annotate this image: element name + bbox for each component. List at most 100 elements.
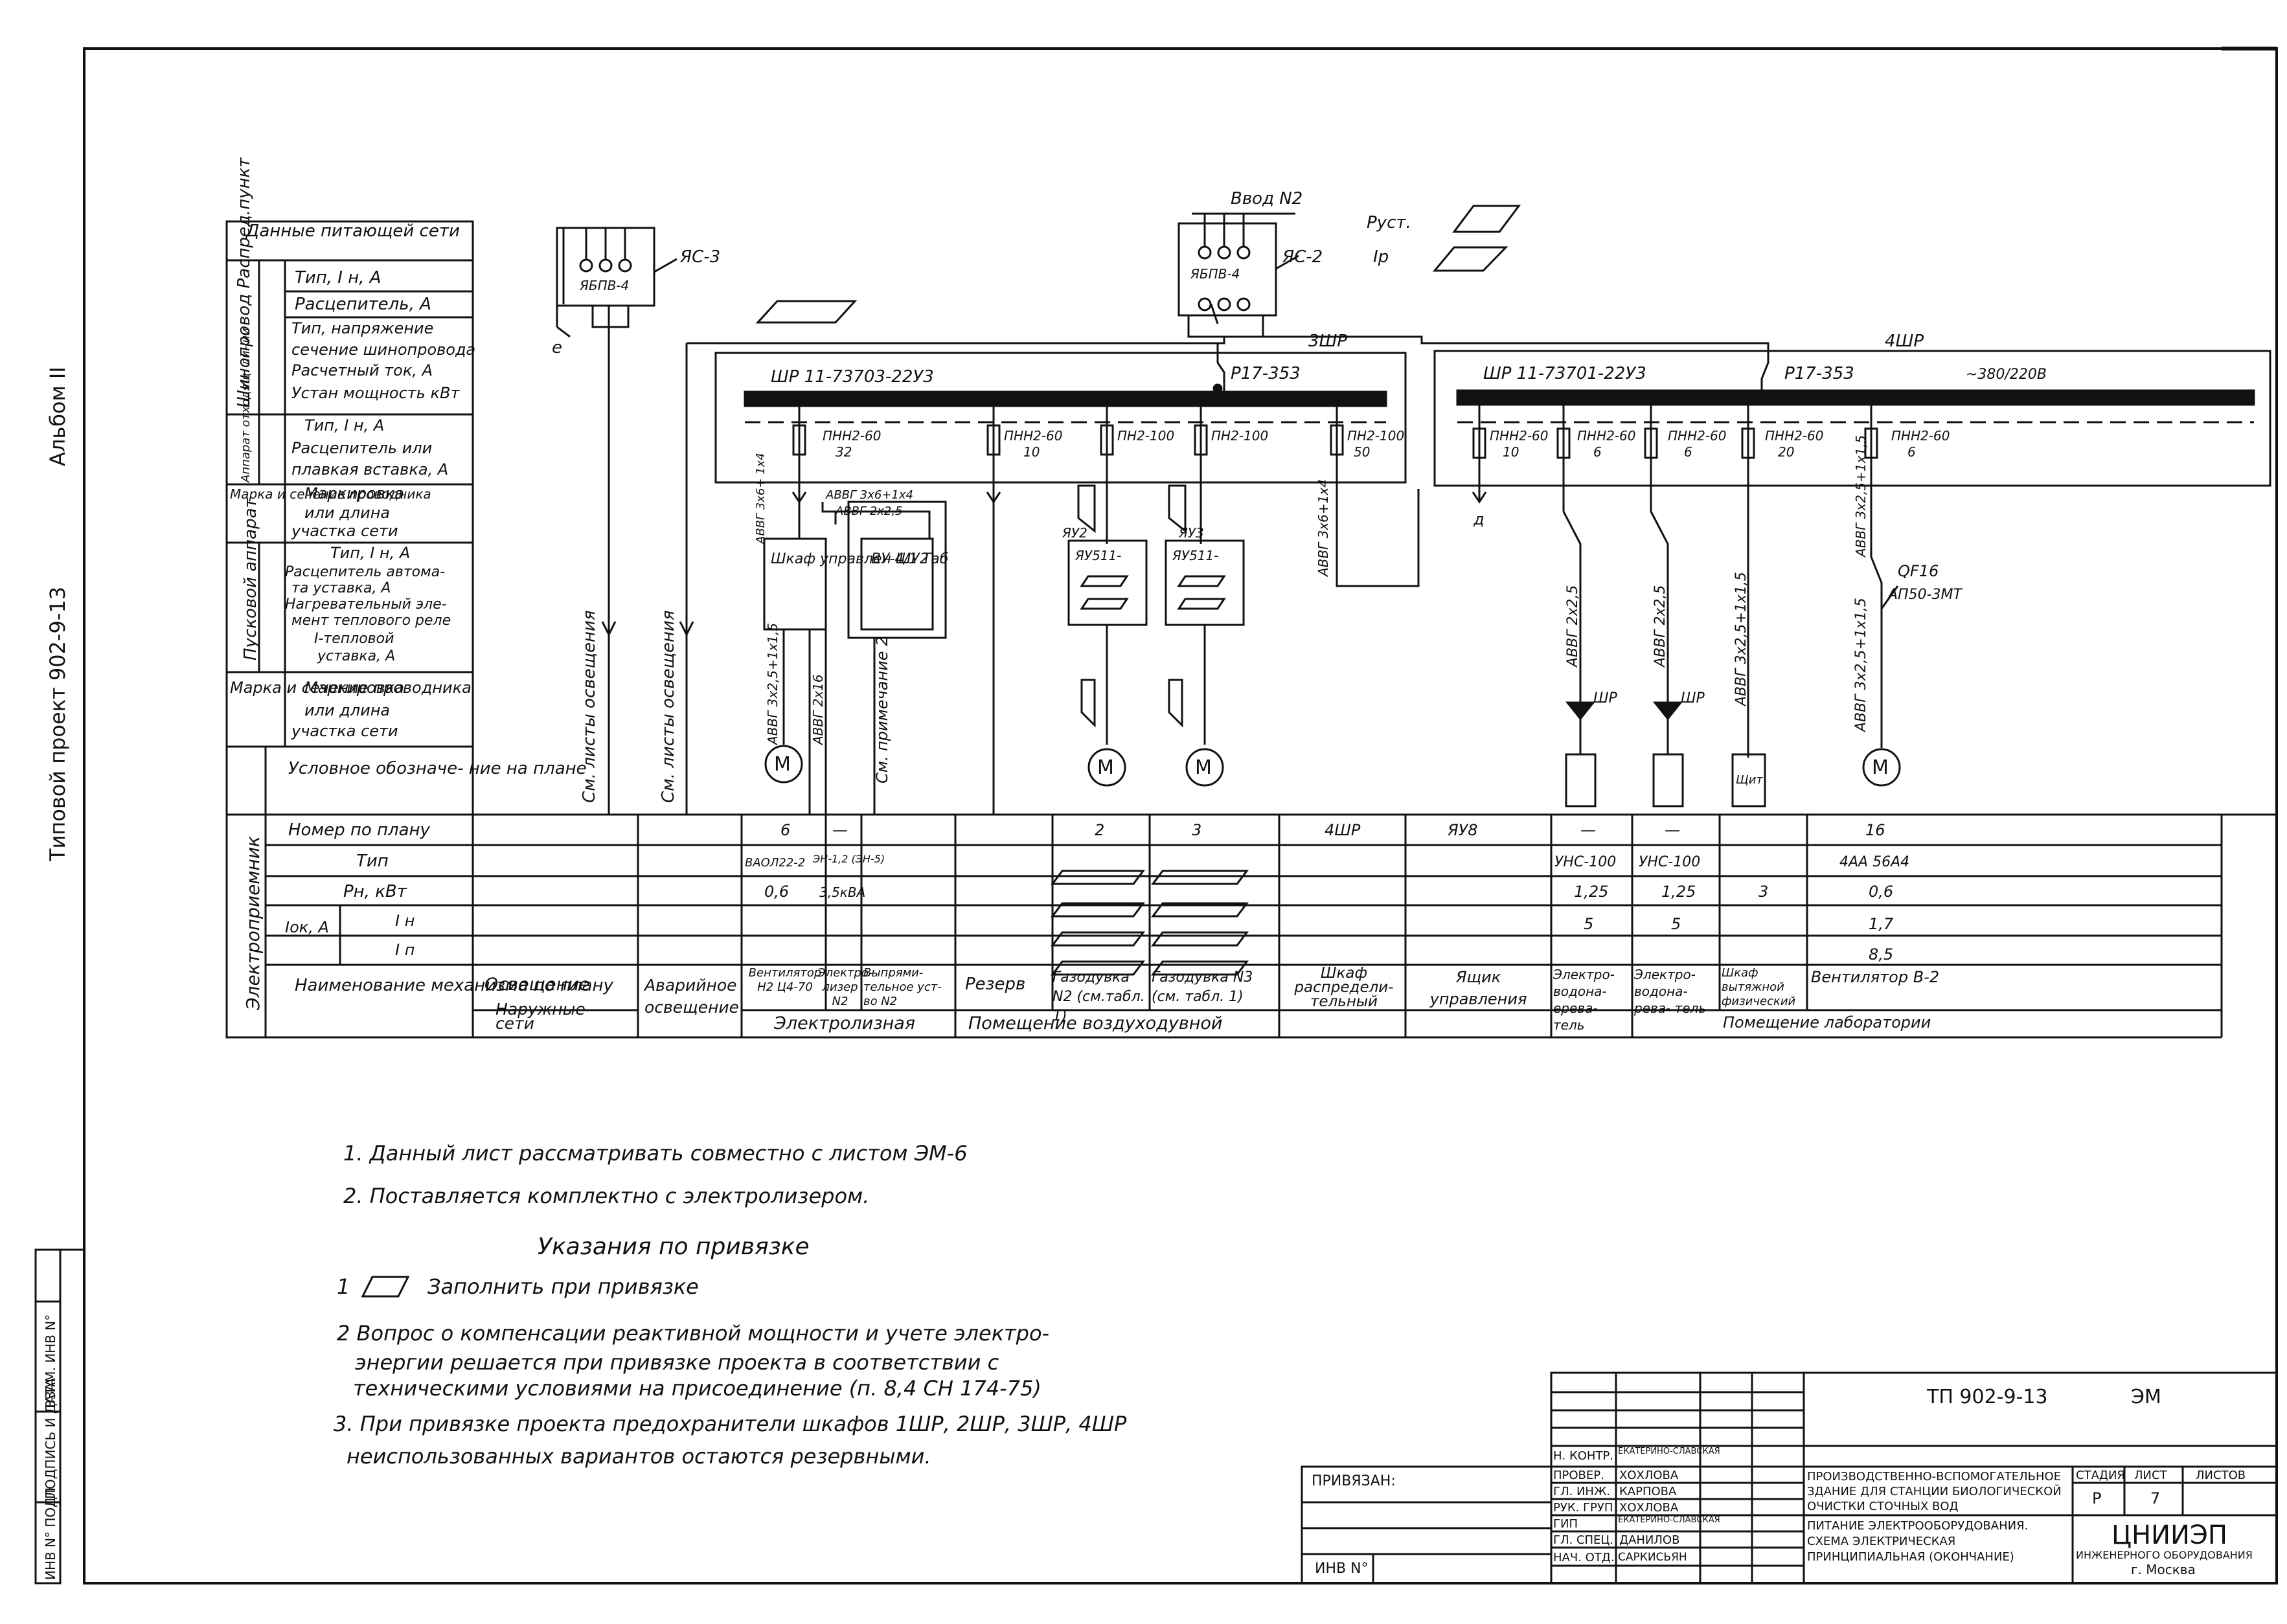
rcv-in-11: 5: [1584, 915, 1593, 933]
fuse3-1-rating: 32: [836, 444, 852, 460]
cable-h1-label: АВВГ 2х2,5: [1565, 585, 1581, 669]
motor-4: M: [1872, 756, 1889, 779]
side-sign: ПОДПИСЬ И ДАТА: [43, 1378, 58, 1499]
mark-group: Марка и сечение проводника: [230, 486, 431, 502]
group-blower-room: Помещение воздуходувной: [968, 1013, 1223, 1033]
role-4: РУК. ГРУП: [1553, 1501, 1613, 1515]
starter-row-3: та уставка, А: [291, 580, 391, 596]
stage-header: СТАДИЯ: [2076, 1469, 2125, 1482]
shr-label-1: ШР: [1593, 690, 1618, 706]
rcv-type-12: УНС-100: [1639, 854, 1700, 870]
rcv-p-11: 1,25: [1574, 883, 1608, 901]
cable-h3-label: АВВГ 3х2,5+1х1,5: [1733, 572, 1749, 707]
box2-type: ЯБПВ-4: [1190, 266, 1240, 282]
row-symbol: Условное обозначе- ние на плане: [288, 759, 587, 778]
stamp-inv: ИНВ N°: [1315, 1561, 1369, 1577]
role-5: ГИП: [1553, 1517, 1578, 1531]
busbar-row-2: Расцепитель, А: [295, 295, 431, 314]
cab4-label: 4ШР: [1885, 332, 1924, 351]
yau2-label: ЯУ2: [1062, 525, 1087, 541]
name-7: САРКИСЬЯН: [1618, 1551, 1687, 1564]
box-yas2: [687, 212, 1425, 344]
cabinet-4shr: [1422, 342, 2271, 487]
cabinet-3shr: [714, 343, 1407, 484]
branch-row-3: плавкая вставка, А: [291, 460, 448, 479]
binding-3a: 3. При привязке проекта предохранители ш…: [334, 1412, 1127, 1436]
supply-header: Данные питающей сети: [245, 221, 460, 241]
p-set-label: Pуст.: [1367, 213, 1411, 232]
water-heaters: [1562, 511, 1766, 807]
sheet-value: 7: [2150, 1489, 2161, 1507]
cable-h2-label: АВВГ 2х2,5: [1652, 585, 1668, 669]
row-name: Наименование механизма по плану: [295, 976, 613, 995]
fuse4-1-rating: 10: [1503, 444, 1519, 460]
row-ip: I п: [395, 941, 415, 959]
stamp-mark: ЭМ: [2131, 1386, 2161, 1408]
rcv-num-14: 16: [1865, 821, 1885, 839]
cable-e1-label: АВВГ 2х16: [810, 674, 826, 746]
stamp-code: ТП 902-9-13: [1927, 1386, 2048, 1408]
cable-c-label: АВВГ 2х2,5: [835, 504, 903, 518]
branch-group: Аппарат отходящ. линии: [239, 328, 253, 483]
mark-row-3: участка сети: [291, 522, 398, 540]
cab4-type: ШР 11-73701-22У3: [1483, 364, 1646, 383]
rcv-p-4: 3,5кВА: [819, 885, 865, 900]
yau511a-label: ЯУ511-: [1075, 548, 1121, 563]
box1-type: ЯБПВ-4: [579, 278, 629, 293]
fuse3-2-rating: 10: [1023, 444, 1040, 460]
busbar-group: Шинопровод Распред.пункт: [234, 157, 254, 408]
rcv-num-9: 4ШР: [1325, 821, 1361, 839]
binding-heading: Указания по привязке: [538, 1234, 810, 1260]
binding-1: Заполнить при привязке: [427, 1274, 699, 1299]
group-electrolysis: Электролизная: [774, 1013, 916, 1033]
rcv-num-10: ЯУ8: [1447, 821, 1478, 839]
binding-2a: 2 Вопрос о компенсации реактивной мощнос…: [337, 1321, 1050, 1346]
rcv-name-14: Вентилятор В-2: [1810, 968, 1940, 986]
sheet-header: ЛИСТ: [2134, 1469, 2167, 1482]
shr-label-2: ШР: [1681, 690, 1705, 706]
light-note-2: См. листы освещения: [659, 610, 678, 803]
fuses-4shr: [1472, 405, 1878, 758]
starter-row-2: Расцепитель автома-: [285, 564, 445, 580]
sheet-frame: [83, 47, 2278, 1585]
name-6: ДАНИЛОВ: [1619, 1533, 1680, 1547]
mark2-row-1: Маркировка: [304, 679, 404, 697]
rcv-num-3: 6: [780, 821, 790, 839]
name-5: ЕКАТЕРИНО-СЛАВСКАЯ: [1618, 1515, 1720, 1525]
busbar-row-4: сечение шинопровода: [291, 341, 475, 359]
cable-a-label: АВВГ 3х6+ 1х4: [754, 453, 768, 545]
cab3-switch: Р17-353: [1231, 364, 1301, 383]
fuse3-5-rating: 50: [1354, 444, 1370, 460]
rcv-name-3: Вентилятор Н2 Ц4-70: [748, 966, 822, 994]
rcv-in-12: 5: [1671, 915, 1681, 933]
row-type: Тип: [356, 851, 389, 871]
fuse3-2-type: ПНН2-60: [1004, 428, 1063, 444]
starters-yau: [1067, 484, 1245, 787]
sheets-header: ЛИСТОВ: [2196, 1469, 2246, 1482]
mark-row-2: или длина: [304, 504, 390, 522]
voltage-label: ~380/220В: [1966, 367, 2047, 383]
fuse4-4-type: ПНН2-60: [1765, 428, 1824, 444]
project-label: Типовой проект 902-9-13: [45, 587, 70, 862]
side-inv: ИНВ N° ПОДЛ.: [43, 1483, 58, 1580]
busbar-row-6: Устан мощность кВт: [291, 384, 461, 402]
rcv-num-7: 2: [1095, 821, 1104, 839]
fuse4-5-type: ПНН2-60: [1891, 428, 1950, 444]
rcv-in-14: 1,7: [1869, 915, 1894, 933]
org-dept: ИНЖЕНЕРНОГО ОБОРУДОВАНИЯ: [2076, 1549, 2253, 1561]
rcv-num-4: —: [832, 821, 848, 839]
box2-tag: ЯС-2: [1282, 247, 1323, 267]
rcv-type-14: 4АА 56А4: [1839, 854, 1909, 870]
rcv-name-5: Выпрями- тельное уст-во N2: [863, 966, 942, 1008]
mark2-row-3: участка сети: [291, 722, 398, 740]
light-note-1: См. листы освещения: [580, 610, 599, 803]
role-6: ГЛ. СПЕЦ.: [1553, 1533, 1614, 1547]
fill-in-symbol: [361, 1276, 410, 1298]
cable-b-label: АВВГ 3х6+1х4: [825, 488, 913, 502]
ventilator-qf16: [1862, 512, 1901, 787]
role-3: ГЛ. ИНЖ.: [1553, 1485, 1611, 1498]
rcv-name-4: Электро- лизер N2: [817, 966, 873, 1008]
rcv-name-2: Аварийное освещение: [644, 976, 740, 1017]
yau511b-label: ЯУ511-: [1172, 548, 1218, 563]
busbar-row-3: Тип, напряжение: [291, 319, 433, 337]
